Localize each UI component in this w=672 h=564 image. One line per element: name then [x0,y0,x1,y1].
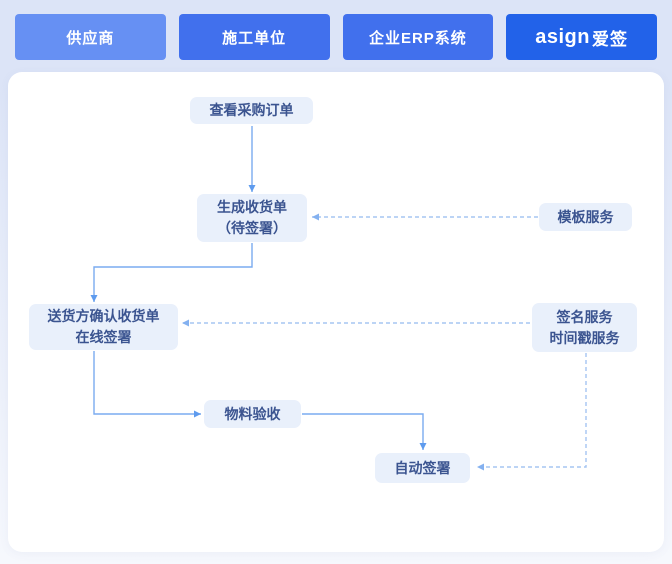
asign-logo-latin: asign [535,25,590,48]
node-material-acceptance: 物料验收 [204,400,301,428]
node-signature-timestamp-service: 签名服务 时间戳服务 [532,303,637,352]
lane-supplier: 供应商 [15,14,166,60]
node-signature-service-line2: 时间戳服务 [549,329,620,346]
asign-logo-cjk: 爱签 [592,29,628,49]
swimlane-header: 供应商 施工单位 企业ERP系统 asign 爱签 [0,14,672,60]
node-material-acceptance-label: 物料验收 [224,405,281,422]
node-view-purchase-order: 查看采购订单 [190,97,313,124]
node-template-service: 模板服务 [539,203,632,231]
node-auto-sign: 自动签署 [375,453,470,483]
node-confirm-receipt-line2: 在线签署 [75,329,132,345]
node-confirm-receipt-online-sign: 送货方确认收货单 在线签署 [29,304,178,350]
node-auto-sign-label: 自动签署 [394,459,451,476]
node-template-service-label: 模板服务 [557,208,614,225]
node-confirm-receipt-line1: 送货方确认收货单 [47,308,160,324]
lane-erp-system-label: 企业ERP系统 [368,29,467,47]
lane-construction-unit-label: 施工单位 [222,29,287,47]
node-generate-receipt: 生成收货单 （待签署） [197,194,307,242]
node-generate-receipt-line2: （待签署） [217,220,287,236]
node-generate-receipt-line1: 生成收货单 [217,199,287,215]
lane-supplier-label: 供应商 [66,29,115,47]
node-view-purchase-order-label: 查看采购订单 [209,102,294,118]
lane-asign-brand: asign 爱签 [506,14,657,60]
lane-erp-system: 企业ERP系统 [342,14,494,60]
lane-construction-unit: 施工单位 [178,14,330,60]
node-signature-service-line1: 签名服务 [556,308,613,325]
